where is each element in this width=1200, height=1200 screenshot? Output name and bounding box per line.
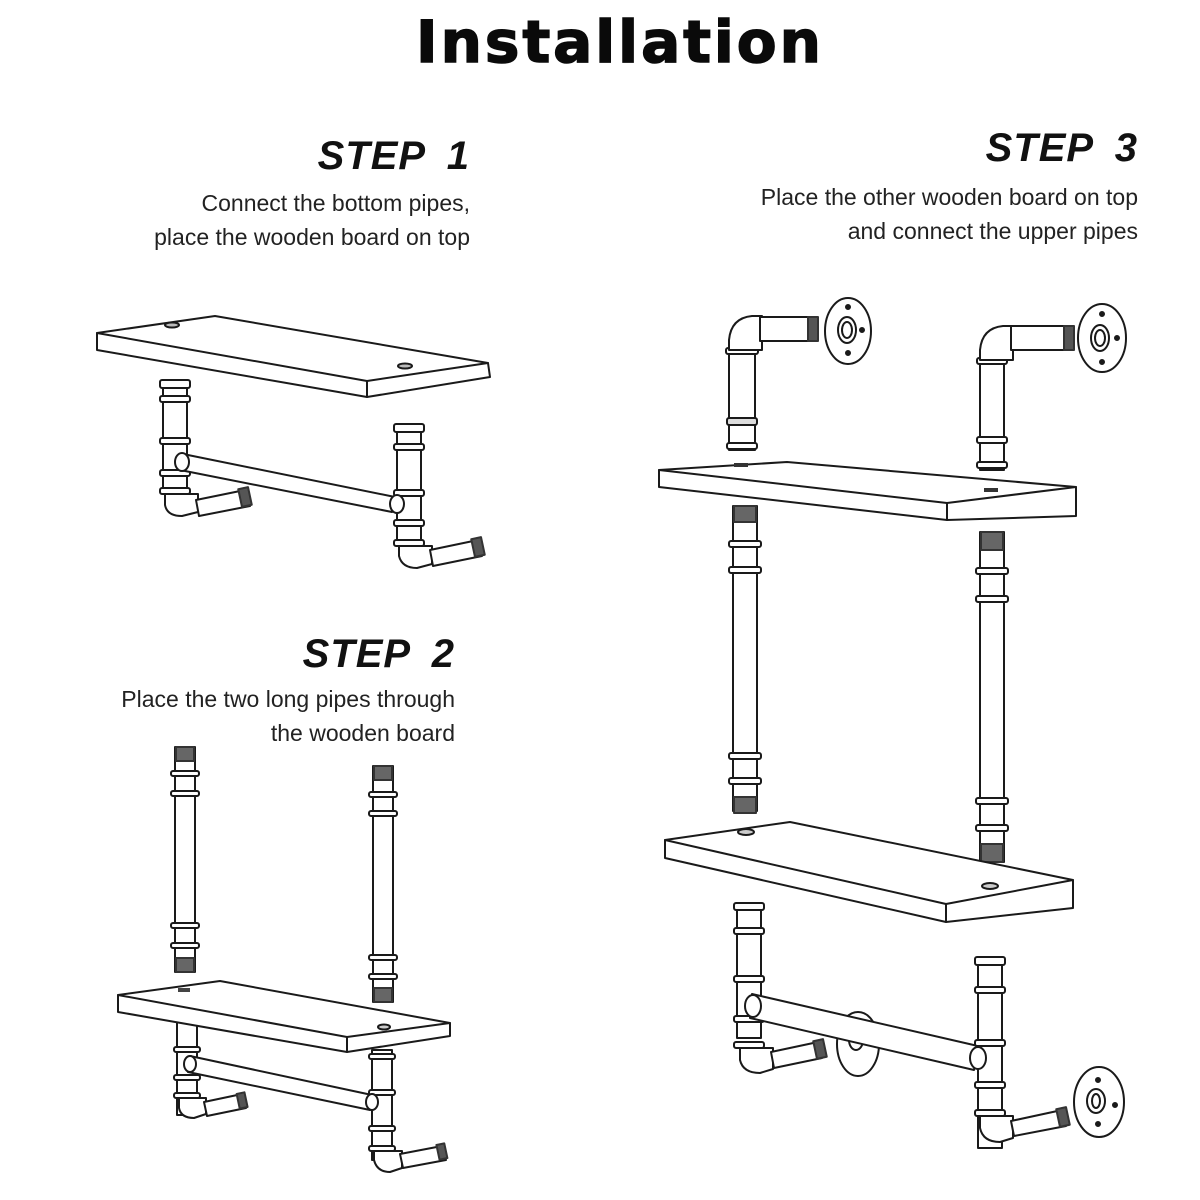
step-1-instructions: STEP 1 Connect the bottom pipes, place t… [90, 136, 470, 254]
step-1-illustration [97, 316, 490, 568]
step-3-illustration [659, 298, 1126, 1148]
step-2-line-1: Place the two long pipes through [121, 686, 455, 712]
step-3-line-2: and connect the upper pipes [847, 218, 1138, 244]
step-1-wooden-board [97, 316, 490, 397]
step-3-upper-right-elbow-pipe [977, 326, 1074, 470]
step-2-line-2: the wooden board [270, 720, 455, 746]
step-2-instructions: STEP 2 Place the two long pipes through … [80, 634, 455, 750]
step-3-wall-flange-upper-right [1078, 304, 1126, 372]
step-1-right-pipe-assembly [390, 424, 485, 568]
step-3-wall-flange-upper-left [825, 298, 871, 364]
step-3-top-wooden-board [659, 462, 1076, 520]
step-2-right-long-pipe [369, 766, 397, 1002]
step-3-wall-flange-lower-right [1074, 1067, 1124, 1137]
step-2-illustration [118, 747, 450, 1172]
step-3-left-long-pipe [729, 506, 761, 813]
step-3-instructions: STEP 3 Place the other wooden board on t… [700, 128, 1138, 248]
step-3-bottom-frame [734, 903, 1070, 1148]
step-1-line-1: Connect the bottom pipes, [201, 190, 471, 216]
step-3-right-long-pipe [976, 532, 1008, 862]
step-3-line-1: Place the other wooden board on top [760, 184, 1138, 210]
step-1-line-2: place the wooden board on top [154, 224, 470, 250]
step-3-bottom-wooden-board [665, 822, 1073, 922]
step-3-upper-left-elbow-pipe [726, 316, 818, 450]
step-2-heading: STEP 2 [302, 632, 455, 676]
page-title: Installation [415, 7, 824, 77]
step-1-left-pipe-assembly [160, 380, 252, 516]
step-2-wooden-board [118, 981, 450, 1052]
step-3-heading: STEP 3 [985, 126, 1138, 170]
step-2-left-long-pipe [171, 747, 199, 972]
step-1-heading: STEP 1 [317, 134, 470, 178]
step-2-bottom-frame [174, 1020, 447, 1172]
